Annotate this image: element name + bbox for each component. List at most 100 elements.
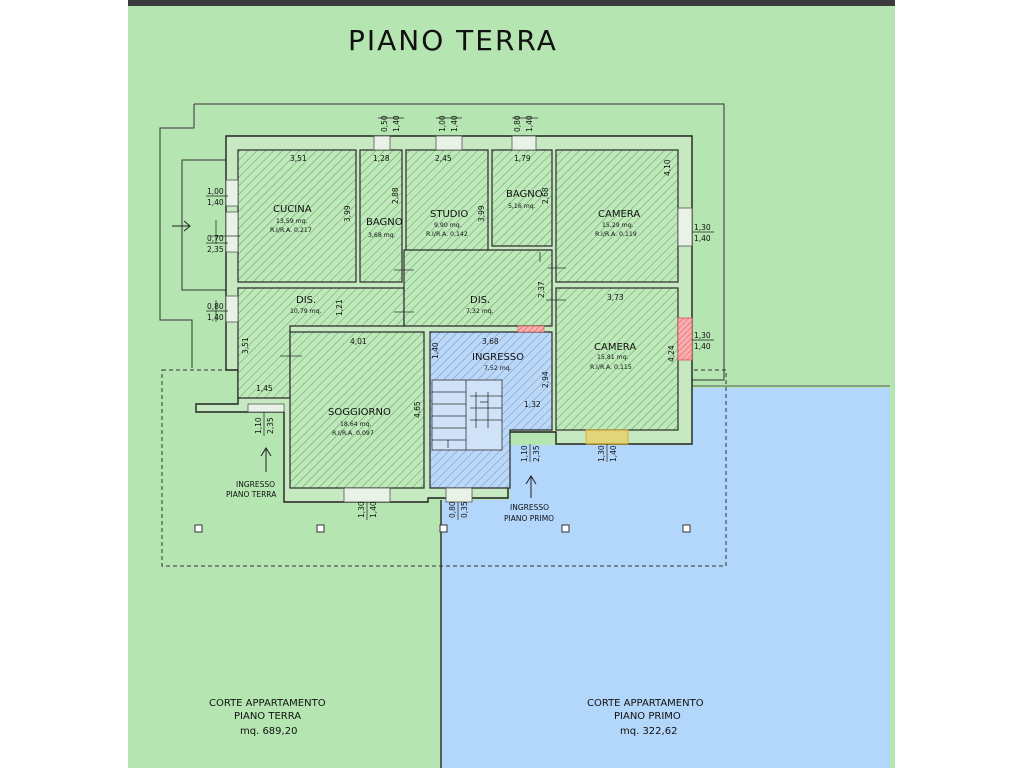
dim-window: 0,80 xyxy=(513,115,522,132)
dim-label: 2,68 xyxy=(541,187,550,204)
yellow-window-marker xyxy=(585,429,629,445)
top-border-bar xyxy=(128,0,895,6)
dim-label: 3,99 xyxy=(477,205,486,222)
dim-label: 1,21 xyxy=(335,299,344,316)
dim-door: 0,80 xyxy=(448,501,457,518)
entrance-label-primo-sub: PIANO PRIMO xyxy=(504,514,554,523)
dim-window: 1,40 xyxy=(609,445,618,462)
room-area-dis-1: 10,79 mq. xyxy=(290,308,322,315)
dim-label: 4,24 xyxy=(667,345,676,362)
arrow-up-icon xyxy=(260,447,272,472)
dim-window: 1,30 xyxy=(597,445,606,462)
room-area-dis-2: 7,32 mq. xyxy=(466,308,494,315)
ramp-outline xyxy=(181,159,226,291)
room-ratio-camera-1: R.I/R.A. 0,119 xyxy=(595,231,637,238)
dim-label: 2,45 xyxy=(435,154,452,163)
dim-label: 4,01 xyxy=(350,337,367,346)
room-area-camera-1: 15,29 mq. xyxy=(602,222,634,229)
room-bagno-1 xyxy=(359,149,403,283)
dim-label: 1,32 xyxy=(524,400,541,409)
court-primo-subtitle: PIANO PRIMO xyxy=(614,711,681,722)
entrance-label-terra-sub: PIANO TERRA xyxy=(226,490,277,499)
dim-label: 3,51 xyxy=(241,337,250,354)
dim-window: 1,40 xyxy=(207,313,224,322)
dim-door: 2,35 xyxy=(532,445,541,462)
dim-window: 1,00 xyxy=(438,115,447,132)
dim-label: 2,88 xyxy=(391,187,400,204)
dim-window: 0,80 xyxy=(207,302,224,311)
room-label-camera-1: CAMERA xyxy=(598,209,640,220)
room-label-bagno-1: BAGNO xyxy=(366,217,403,228)
room-area-bagno-2: 5,16 mq. xyxy=(508,203,536,210)
dim-door: 0,35 xyxy=(460,501,469,518)
room-area-camera-2: 15,81 mq. xyxy=(597,354,629,361)
dim-label: 3,73 xyxy=(607,293,624,302)
red-wall-marker-top xyxy=(517,325,545,333)
dim-window: 1,30 xyxy=(694,223,711,232)
room-ratio-cucina: R.I/R.A. 0,217 xyxy=(270,227,312,234)
room-label-cucina: CUCINA xyxy=(273,204,312,215)
room-label-dis-1: DIS. xyxy=(296,295,316,306)
red-window-marker-right xyxy=(677,317,693,361)
dim-label: 1,28 xyxy=(373,154,390,163)
room-ratio-camera-2: R.I/R.A. 0,115 xyxy=(590,364,632,371)
court-primo-area: mq. 322,62 xyxy=(620,726,677,737)
room-label-soggiorno: SOGGIORNO xyxy=(328,407,391,418)
room-area-ingresso: 7,52 mq. xyxy=(484,365,512,372)
arrow-up-icon xyxy=(525,475,537,498)
court-primo-area xyxy=(442,388,890,768)
entrance-label-terra: INGRESSO xyxy=(236,480,275,489)
window-frames xyxy=(225,135,693,503)
dim-window: 1,40 xyxy=(450,115,459,132)
dim-label: 4,10 xyxy=(663,159,672,176)
dim-window: 1,30 xyxy=(357,501,366,518)
room-area-cucina: 13,59 mq. xyxy=(276,218,308,225)
room-label-bagno-2: BAGNO xyxy=(506,189,543,200)
dim-window: 1,40 xyxy=(369,501,378,518)
dim-window: 2,35 xyxy=(207,245,224,254)
room-soggiorno xyxy=(289,331,425,489)
dim-window: 1,40 xyxy=(694,342,711,351)
dim-label: 3,68 xyxy=(482,337,499,346)
dim-door: 1,10 xyxy=(520,445,529,462)
arrow-right-icon xyxy=(172,220,191,232)
court-primo-title: CORTE APPARTAMENTO xyxy=(587,698,704,709)
dim-label: 3,51 xyxy=(290,154,307,163)
entrance-label-primo: INGRESSO xyxy=(510,503,549,512)
dim-window: 0,70 xyxy=(207,234,224,243)
dim-window: 0,50 xyxy=(380,115,389,132)
room-disimpegno-2 xyxy=(403,249,553,327)
boundary-stakes xyxy=(194,524,691,533)
room-area-studio: 9,90 mq. xyxy=(434,222,462,229)
dim-label: 2,37 xyxy=(537,281,546,298)
room-ratio-soggiorno: R.I/R.A. 0,097 xyxy=(332,430,374,437)
dim-window: 1,40 xyxy=(207,198,224,207)
dim-label: 1,40 xyxy=(431,342,440,359)
dim-window: 1,40 xyxy=(694,234,711,243)
dim-label: 1,79 xyxy=(514,154,531,163)
dim-window: 1,40 xyxy=(525,115,534,132)
room-label-camera-2: CAMERA xyxy=(594,342,636,353)
dim-door: 2,35 xyxy=(266,417,275,434)
room-area-soggiorno: 18,64 mq. xyxy=(340,421,372,428)
court-terra-area: mq. 689,20 xyxy=(240,726,297,737)
room-ratio-studio: R.I/R.A. 0,142 xyxy=(426,231,468,238)
page-title: PIANO TERRA xyxy=(348,24,558,57)
property-outline xyxy=(159,103,725,381)
room-label-ingresso: INGRESSO xyxy=(472,352,524,363)
dim-label: 2,94 xyxy=(541,371,550,388)
dim-window: 1,40 xyxy=(392,115,401,132)
dim-label: 3,99 xyxy=(343,205,352,222)
dim-label: 4,65 xyxy=(413,401,422,418)
staircase xyxy=(431,379,503,451)
room-camera-1 xyxy=(555,149,679,283)
room-area-bagno-1: 3,68 mq. xyxy=(368,232,396,239)
dim-door: 1,10 xyxy=(254,417,263,434)
entrance-arrows xyxy=(172,220,537,498)
court-terra-title: CORTE APPARTAMENTO xyxy=(209,698,326,709)
room-label-studio: STUDIO xyxy=(430,209,468,220)
room-label-dis-2: DIS. xyxy=(470,295,490,306)
dim-window: 1,00 xyxy=(207,187,224,196)
court-terra-subtitle: PIANO TERRA xyxy=(234,711,301,722)
